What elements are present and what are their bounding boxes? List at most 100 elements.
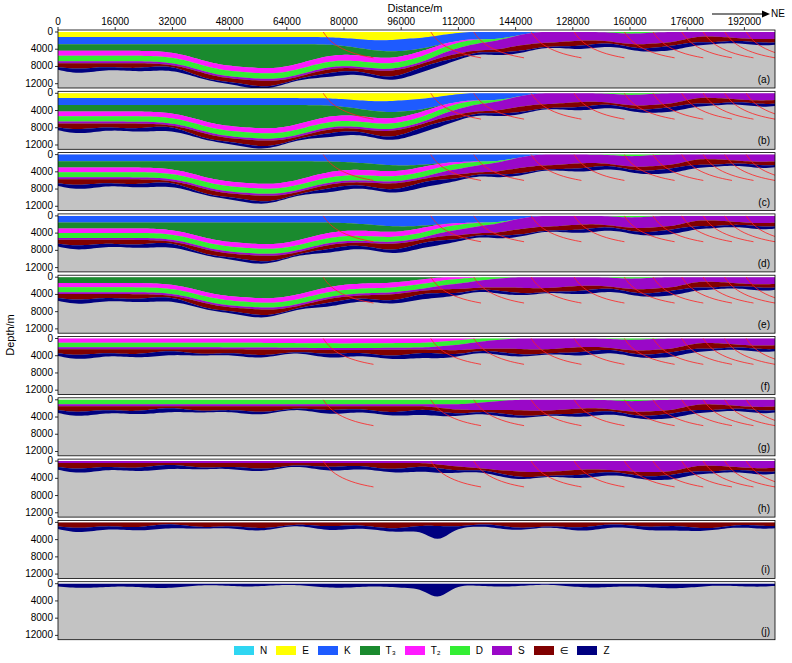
fault-line <box>474 461 524 487</box>
fault-line <box>653 155 703 181</box>
depth-tick-label: 0 <box>47 150 53 160</box>
legend-item: T₃ <box>360 645 396 656</box>
fault-line <box>682 155 732 181</box>
fault-line <box>323 400 373 426</box>
depth-tick <box>55 417 58 418</box>
fault-line <box>624 216 674 242</box>
depth-tick-label: 4000 <box>31 596 53 606</box>
fault-line <box>682 32 732 58</box>
fault-line <box>746 155 775 181</box>
distance-tick-label: 96000 <box>387 17 415 27</box>
fault-line <box>531 277 581 303</box>
legend-swatch <box>360 646 380 655</box>
depth-tick <box>55 495 58 496</box>
fault-line <box>624 32 674 58</box>
fault-line <box>703 277 753 303</box>
depth-tick <box>55 144 58 145</box>
basement-fill <box>58 582 775 640</box>
depth-tick <box>55 328 58 329</box>
fault-line <box>725 32 775 58</box>
depth-tick-label: 12000 <box>25 140 53 150</box>
depth-tick-label: 12000 <box>25 630 53 640</box>
distance-tick <box>115 27 116 30</box>
depth-tick-label: 4000 <box>31 228 53 238</box>
fault-line <box>323 93 373 119</box>
depth-tick-label: 8000 <box>31 123 53 133</box>
fault-line <box>474 216 524 242</box>
distance-tick <box>58 27 59 30</box>
fault-line <box>725 339 775 365</box>
legend-item: E <box>276 645 309 656</box>
depth-tick <box>55 83 58 84</box>
panel-frame <box>58 337 775 395</box>
depth-tick <box>55 512 58 513</box>
fault-line <box>653 461 703 487</box>
fault-line <box>746 461 775 487</box>
depth-tick-label: 8000 <box>31 491 53 501</box>
panel-frame <box>58 153 775 211</box>
legend-text: ∈ <box>560 645 569 656</box>
strata-layer <box>58 339 775 351</box>
arrow-head <box>762 11 770 18</box>
fault-line <box>653 93 703 119</box>
distance-tick <box>458 27 459 30</box>
strata-layer <box>58 465 775 480</box>
fault-line <box>323 32 373 58</box>
fault-line <box>682 461 732 487</box>
distance-tick-label: 32000 <box>158 17 186 27</box>
depth-tick <box>55 478 58 479</box>
fault-line <box>474 400 524 426</box>
distance-tick <box>744 27 745 30</box>
distance-tick-label: 144000 <box>499 17 532 27</box>
panel-letter: (f) <box>760 382 771 392</box>
depth-tick-label: 8000 <box>31 613 53 623</box>
distance-tick <box>572 27 573 30</box>
section-panel <box>58 153 775 211</box>
depth-tick <box>55 154 58 155</box>
depth-tick <box>55 583 58 584</box>
fault-line <box>574 32 624 58</box>
distance-tick-label: 112000 <box>442 17 475 27</box>
fault-line <box>703 461 753 487</box>
fault-line <box>624 400 674 426</box>
depth-tick <box>55 49 58 50</box>
basement-fill <box>58 459 775 517</box>
legend: NEKT₃T₂DS∈Z <box>234 645 619 656</box>
fault-line <box>746 400 775 426</box>
fault-line <box>703 155 753 181</box>
panel-frame <box>58 520 775 578</box>
depth-tick-label: 4000 <box>31 473 53 483</box>
depth-tick <box>55 451 58 452</box>
fault-line <box>682 277 732 303</box>
legend-swatch <box>234 646 254 655</box>
basement-fill <box>58 275 775 333</box>
depth-tick <box>55 206 58 207</box>
strata-layer <box>58 155 775 196</box>
depth-tick <box>55 574 58 575</box>
depth-tick-label: 12000 <box>25 324 53 334</box>
depth-tick-label: 12000 <box>25 508 53 518</box>
basement-fill <box>58 398 775 456</box>
fault-line <box>574 461 624 487</box>
fault-line <box>624 155 674 181</box>
basement-fill <box>58 153 775 211</box>
depth-tick <box>55 66 58 67</box>
strata-layer <box>58 102 775 148</box>
distance-tick-label: 16000 <box>101 17 129 27</box>
fault-line <box>574 400 624 426</box>
distance-tick <box>630 27 631 30</box>
depth-tick <box>55 522 58 523</box>
fault-line <box>574 216 624 242</box>
fault-line <box>624 461 674 487</box>
strata-layer <box>58 225 775 264</box>
fault-line <box>431 155 481 181</box>
legend-swatch <box>492 646 512 655</box>
distance-tick <box>687 27 688 30</box>
distance-tick-label: 128000 <box>556 17 589 27</box>
panel-letter: (i) <box>760 565 771 575</box>
fault-line <box>531 32 581 58</box>
depth-tick <box>55 110 58 111</box>
fault-line <box>531 216 581 242</box>
legend-item: D <box>450 645 483 656</box>
depth-tick <box>55 461 58 462</box>
